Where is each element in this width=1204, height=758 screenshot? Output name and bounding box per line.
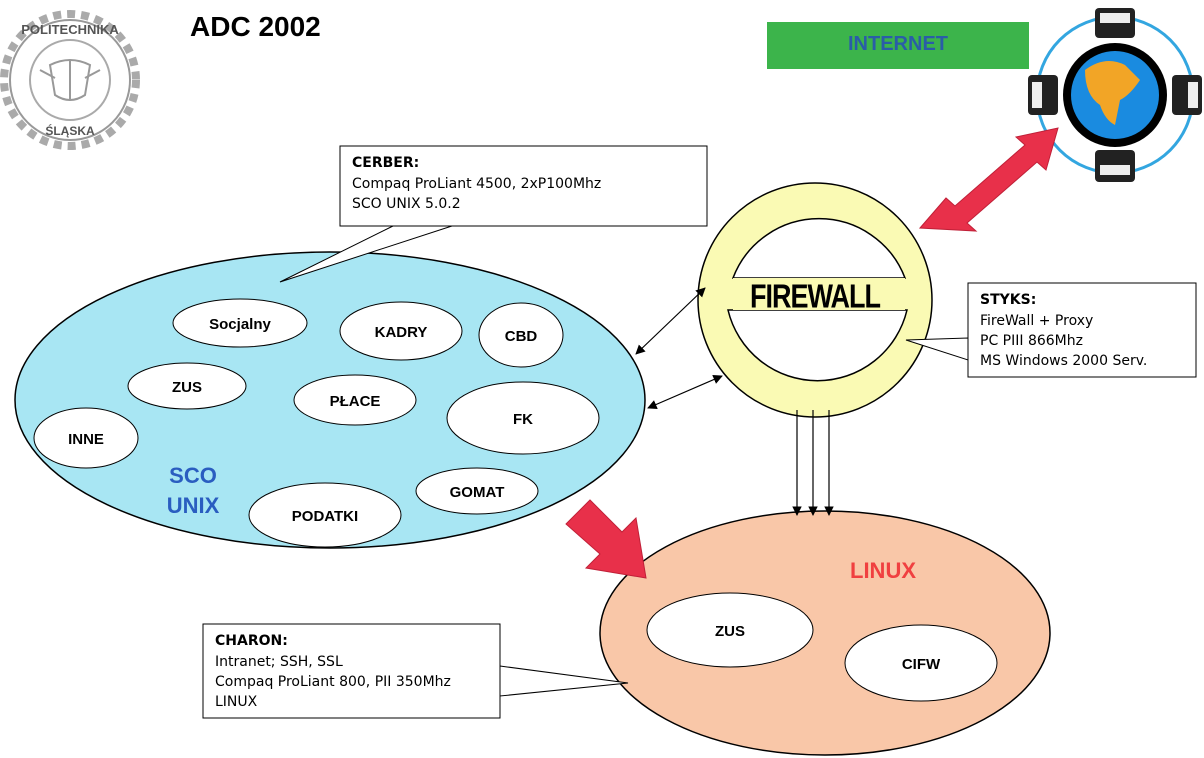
svg-text:ZUS: ZUS xyxy=(715,623,745,640)
logo-seal: POLITECHNIKA ŚLĄSKA xyxy=(0,10,140,150)
sco-title-line2: UNIX xyxy=(167,493,220,518)
svg-text:INNE: INNE xyxy=(68,431,104,448)
sco-node-kadry: KADRY xyxy=(339,301,463,361)
sco-node-zus: ZUS xyxy=(127,362,247,410)
page-title: ADC 2002 xyxy=(190,11,321,42)
firewall-ring xyxy=(697,182,933,418)
svg-text:Socjalny: Socjalny xyxy=(209,316,271,333)
globe-satellite-icon xyxy=(1028,8,1202,182)
sco-node-place: PŁACE xyxy=(293,374,417,426)
svg-text:PODATKI: PODATKI xyxy=(292,508,358,525)
logo-text-top: POLITECHNIKA xyxy=(21,22,119,37)
charon-line2: Compaq ProLiant 800, PII 350Mhz xyxy=(215,674,451,690)
charon-callout-pointer xyxy=(499,665,629,697)
cerber-line2: SCO UNIX 5.0.2 xyxy=(352,196,461,212)
styks-line3: MS Windows 2000 Serv. xyxy=(980,353,1147,369)
styks-box xyxy=(967,282,1197,378)
cerber-box xyxy=(339,145,708,227)
charon-line1: Intranet; SSH, SSL xyxy=(215,654,343,670)
sco-firewall-link-1 xyxy=(635,287,706,355)
svg-text:PŁACE: PŁACE xyxy=(330,393,381,410)
sco-node-inne: INNE xyxy=(33,407,139,469)
sco-node-fk: FK xyxy=(446,381,600,455)
linux-node-cifw: CIFW xyxy=(844,624,998,702)
svg-text:CBD: CBD xyxy=(505,328,538,345)
linux-node-zus: ZUS xyxy=(646,592,814,668)
styks-line2: PC PIII 866Mhz xyxy=(980,333,1083,349)
svg-text:ZUS: ZUS xyxy=(172,379,202,396)
svg-text:KADRY: KADRY xyxy=(375,324,428,341)
svg-text:CIFW: CIFW xyxy=(902,656,941,673)
svg-text:FK: FK xyxy=(513,411,533,428)
charon-box xyxy=(202,623,501,719)
cerber-title: CERBER: xyxy=(352,155,419,171)
sco-linux-arrow xyxy=(565,499,647,579)
sco-node-socjalny: Socjalny xyxy=(172,298,308,348)
styks-line1: FireWall + Proxy xyxy=(980,313,1093,329)
sco-node-gomat: GOMAT xyxy=(415,467,539,515)
internet-label-box xyxy=(767,22,1029,69)
sco-firewall-link-2 xyxy=(647,375,723,409)
sco-node-podatki: PODATKI xyxy=(248,482,402,548)
svg-text:GOMAT: GOMAT xyxy=(450,484,505,501)
cerber-line1: Compaq ProLiant 4500, 2xP100Mhz xyxy=(352,176,601,192)
sco-node-cbd: CBD xyxy=(478,302,564,368)
charon-title: CHARON: xyxy=(215,633,288,649)
sco-title-line1: SCO xyxy=(169,463,217,488)
styks-title: STYKS: xyxy=(980,292,1036,308)
firewall-label: FIREWALL xyxy=(750,278,880,316)
linux-title: LINUX xyxy=(850,558,916,583)
logo-text-bottom: ŚLĄSKA xyxy=(45,123,95,138)
charon-line3: LINUX xyxy=(215,694,258,710)
internet-firewall-arrow xyxy=(918,127,1059,232)
internet-label: INTERNET xyxy=(848,33,948,55)
